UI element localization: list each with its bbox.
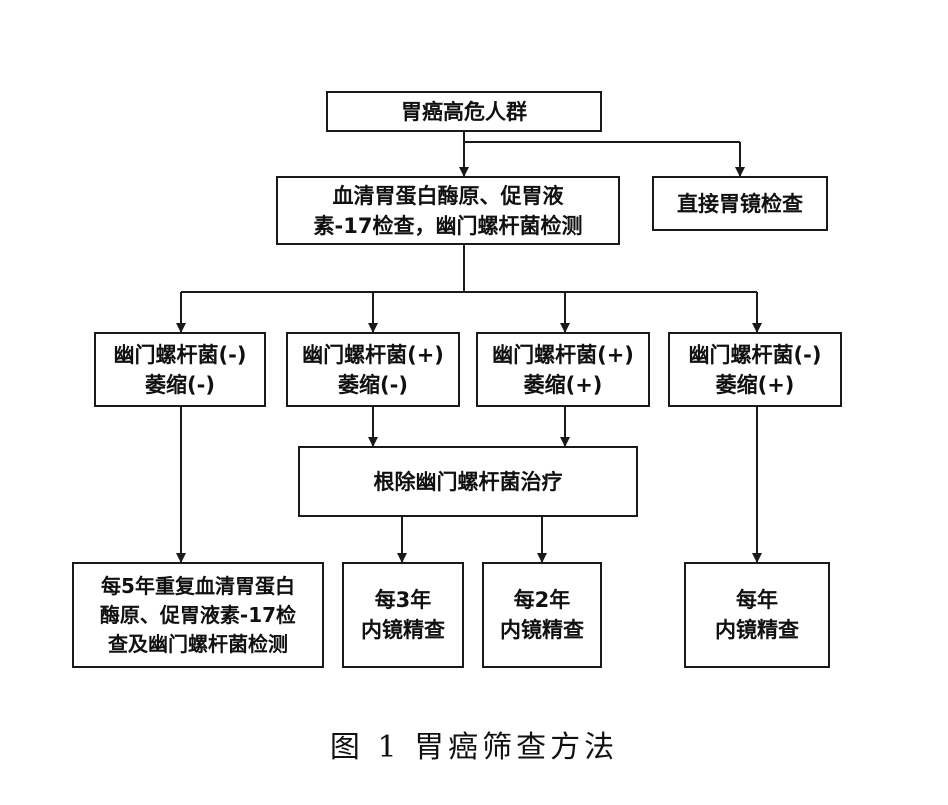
node-text-line: 幽门螺杆菌(-) — [113, 342, 247, 367]
node-endoscopy-every-2-years: 每2年 内镜精查 — [482, 562, 602, 668]
node-text-line: 萎缩(-) — [145, 372, 215, 397]
node-text-line: 每5年重复血清胃蛋白 — [101, 573, 295, 598]
figure-caption: 图 1 胃癌筛查方法 — [329, 730, 619, 765]
node-endoscopy-every-3-years: 每3年 内镜精查 — [342, 562, 464, 668]
node-text-line: 萎缩(+) — [715, 372, 795, 397]
node-high-risk-group: 胃癌高危人群 — [326, 91, 602, 132]
node-direct-endoscopy: 直接胃镜检查 — [652, 176, 828, 231]
node-hp-pos-atrophy-neg: 幽门螺杆菌(+) 萎缩(-) — [286, 332, 460, 407]
node-text-line: 幽门螺杆菌(+) — [492, 342, 634, 367]
node-endoscopy-every-year: 每年 内镜精查 — [684, 562, 830, 668]
node-text-line: 内镜精查 — [715, 618, 799, 642]
node-text-line: 直接胃镜检查 — [677, 191, 803, 216]
node-text-line: 每3年 — [374, 588, 432, 612]
node-text-line: 查及幽门螺杆菌检测 — [108, 631, 288, 656]
node-hp-neg-atrophy-pos: 幽门螺杆菌(-) 萎缩(+) — [668, 332, 842, 407]
node-text-line: 酶原、促胃液素-17检 — [99, 602, 297, 627]
node-text-line: 内镜精查 — [361, 618, 445, 642]
node-text-line: 萎缩(-) — [338, 372, 408, 397]
node-text-line: 胃癌高危人群 — [401, 99, 527, 124]
node-hp-pos-atrophy-pos: 幽门螺杆菌(+) 萎缩(+) — [476, 332, 650, 407]
node-text-line: 幽门螺杆菌(+) — [302, 342, 444, 367]
node-hp-neg-atrophy-neg: 幽门螺杆菌(-) 萎缩(-) — [94, 332, 266, 407]
node-repeat-every-5-years: 每5年重复血清胃蛋白 酶原、促胃液素-17检 查及幽门螺杆菌检测 — [72, 562, 324, 668]
node-hp-eradication: 根除幽门螺杆菌治疗 — [298, 446, 638, 517]
node-text-line: 每2年 — [513, 588, 571, 612]
node-serum-test: 血清胃蛋白酶原、促胃液 素-17检查，幽门螺杆菌检测 — [276, 176, 620, 245]
node-text-line: 素-17检查，幽门螺杆菌检测 — [313, 213, 583, 238]
node-text-line: 幽门螺杆菌(-) — [688, 342, 822, 367]
node-text-line: 每年 — [736, 588, 778, 612]
node-text-line: 萎缩(+) — [523, 372, 603, 397]
node-text-line: 内镜精查 — [500, 618, 584, 642]
node-text-line: 根除幽门螺杆菌治疗 — [373, 469, 563, 494]
node-text-line: 血清胃蛋白酶原、促胃液 — [332, 183, 564, 208]
